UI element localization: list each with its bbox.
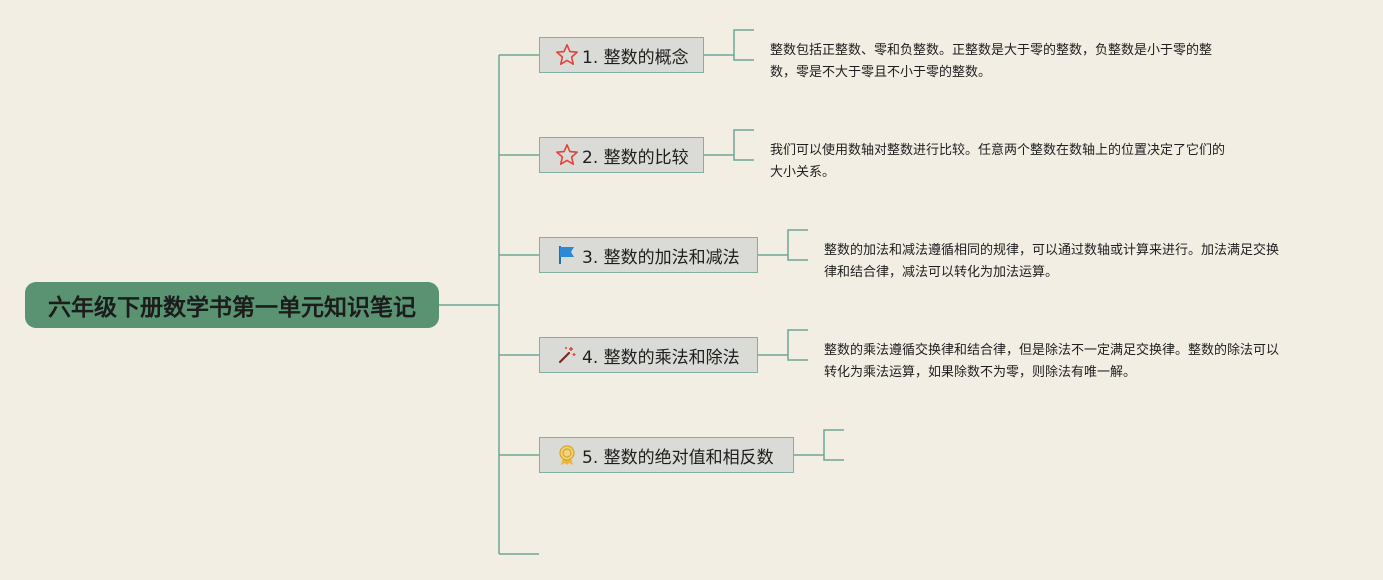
medal-icon (554, 442, 580, 468)
note-bracket-3 (758, 229, 808, 261)
root-topic[interactable]: 六年级下册数学书第一单元知识笔记 (25, 282, 439, 328)
note-bracket-2 (704, 129, 754, 161)
topic-note: 整数包括正整数、零和负整数。正整数是大于零的整数，负整数是小于零的整 数，零是不… (770, 40, 1212, 84)
topic-multiplication-division[interactable]: 4. 整数的乘法和除法 (539, 337, 758, 373)
note-bracket-5 (794, 429, 844, 461)
topic-label: 5. 整数的绝对值和相反数 (582, 447, 774, 468)
topic-integer-concept[interactable]: 1. 整数的概念 (539, 37, 704, 73)
topic-note: 整数的加法和减法遵循相同的规律，可以通过数轴或计算来进行。加法满足交换 律和结合… (824, 240, 1279, 284)
topic-label: 2. 整数的比较 (582, 147, 689, 168)
note-line: 整数包括正整数、零和负整数。正整数是大于零的整数，负整数是小于零的整 (770, 43, 1213, 58)
note-line: 整数的加法和减法遵循相同的规律，可以通过数轴或计算来进行。加法满足交换 (824, 243, 1280, 258)
topic-note: 整数的乘法遵循交换律和结合律，但是除法不一定满足交换律。整数的除法可以 转化为乘… (824, 340, 1279, 384)
blue-flag-icon (554, 242, 580, 268)
topic-addition-subtraction[interactable]: 3. 整数的加法和减法 (539, 237, 758, 273)
note-line: 律和结合律，减法可以转化为加法运算。 (824, 265, 1059, 280)
note-line: 数，零是不大于零且不小于零的整数。 (770, 65, 992, 80)
topic-integer-comparison[interactable]: 2. 整数的比较 (539, 137, 704, 173)
note-bracket-1 (704, 29, 754, 61)
note-line: 整数的乘法遵循交换律和结合律，但是除法不一定满足交换律。整数的除法可以 (824, 343, 1280, 358)
root-title: 六年级下册数学书第一单元知识笔记 (48, 295, 416, 321)
topic-absolute-value-opposite[interactable]: 5. 整数的绝对值和相反数 (539, 437, 794, 473)
topic-note: 我们可以使用数轴对整数进行比较。任意两个整数在数轴上的位置决定了它们的 大小关系… (770, 140, 1225, 184)
note-line: 转化为乘法运算，如果除数不为零，则除法有唯一解。 (824, 365, 1137, 380)
topic-label: 4. 整数的乘法和除法 (582, 347, 740, 368)
magic-wand-icon (554, 342, 580, 368)
star-outline-icon (554, 142, 580, 168)
note-line: 大小关系。 (770, 165, 836, 180)
star-outline-icon (554, 42, 580, 68)
note-line: 我们可以使用数轴对整数进行比较。任意两个整数在数轴上的位置决定了它们的 (770, 143, 1226, 158)
topic-label: 1. 整数的概念 (582, 47, 689, 68)
note-bracket-4 (758, 329, 808, 361)
topic-label: 3. 整数的加法和减法 (582, 247, 740, 268)
